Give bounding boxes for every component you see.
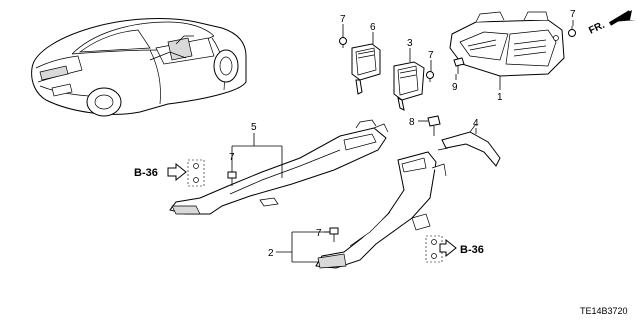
reference-b36-right: B-36 [460, 244, 484, 256]
clip-left [187, 159, 205, 187]
reference-arrow-right [439, 238, 457, 258]
callout-2: 2 [268, 248, 274, 259]
callout-1: 1 [497, 92, 503, 103]
part-2-lower-duct [315, 151, 447, 269]
screw-7-c [568, 26, 576, 37]
clip-right [425, 235, 443, 263]
callout-5: 5 [251, 122, 257, 133]
callout-7-b: 7 [428, 50, 434, 61]
callout-8: 8 [409, 117, 415, 128]
part-6-side-vent [351, 43, 381, 95]
callout-7-e: 7 [316, 228, 322, 239]
leader-lines [231, 20, 574, 263]
part-5-rear-duct [169, 119, 389, 215]
callout-7-c: 7 [570, 9, 576, 20]
part-1-center-vent [449, 11, 565, 77]
callout-6: 6 [370, 22, 376, 33]
front-direction-arrow [608, 10, 636, 26]
callout-9: 9 [452, 82, 458, 93]
car-illustration [31, 18, 247, 117]
callout-7-a: 7 [340, 14, 346, 25]
screw-7-b [426, 71, 434, 82]
reference-arrow-left [167, 162, 187, 182]
front-direction-label: FR. [587, 20, 606, 37]
bolt-9 [453, 57, 465, 74]
bolt-8 [427, 115, 441, 136]
reference-b36-left: B-36 [134, 167, 158, 179]
screw-7-a [339, 37, 347, 48]
callout-7-d: 7 [229, 152, 235, 163]
screw-7-e [329, 227, 339, 242]
screw-7-d [227, 171, 237, 186]
callout-4: 4 [473, 118, 479, 129]
diagram-code: TE14B3720 [580, 306, 628, 316]
callout-3: 3 [407, 38, 413, 49]
part-3-side-vent [393, 61, 425, 111]
part-4-bracket [437, 123, 501, 167]
